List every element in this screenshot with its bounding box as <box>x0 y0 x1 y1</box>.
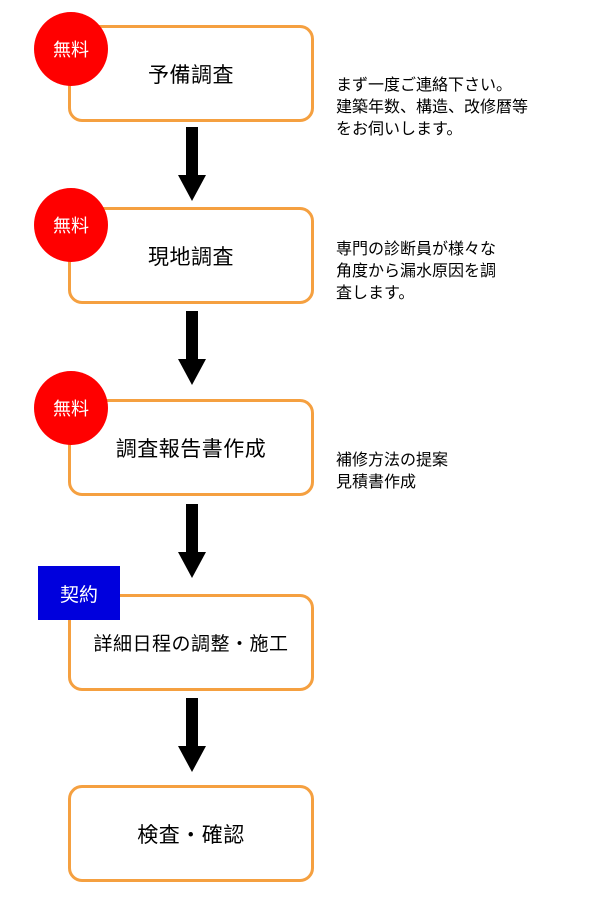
step-survey-report: 調査報告書作成 <box>68 399 314 496</box>
down-arrow-icon <box>178 127 206 201</box>
note-survey-report: 補修方法の提案 見積書作成 <box>336 450 449 491</box>
note-preliminary-survey: まず一度ご連絡下さい。 建築年数、構造、改修暦等 をお伺いします。 <box>336 75 529 138</box>
step-inspection: 検査・確認 <box>68 785 314 882</box>
down-arrow-icon <box>178 311 206 385</box>
step-label: 予備調査 <box>148 62 234 87</box>
free-badge: 無料 <box>34 12 108 86</box>
down-arrow-icon <box>178 698 206 772</box>
step-label: 現地調査 <box>148 244 234 269</box>
down-arrow-icon <box>178 504 206 578</box>
step-label: 検査・確認 <box>137 822 245 847</box>
step-label: 調査報告書作成 <box>115 436 267 461</box>
step-label: 詳細日程の調整・施工 <box>93 633 289 655</box>
contract-badge: 契約 <box>38 566 120 620</box>
step-preliminary-survey: 予備調査 <box>68 25 314 122</box>
note-onsite-survey: 専門の診断員が様々な 角度から漏水原因を調 査します。 <box>336 239 497 302</box>
step-schedule-construction: 詳細日程の調整・施工 <box>68 594 314 691</box>
free-badge: 無料 <box>34 188 108 262</box>
free-badge: 無料 <box>34 371 108 445</box>
step-onsite-survey: 現地調査 <box>68 207 314 304</box>
